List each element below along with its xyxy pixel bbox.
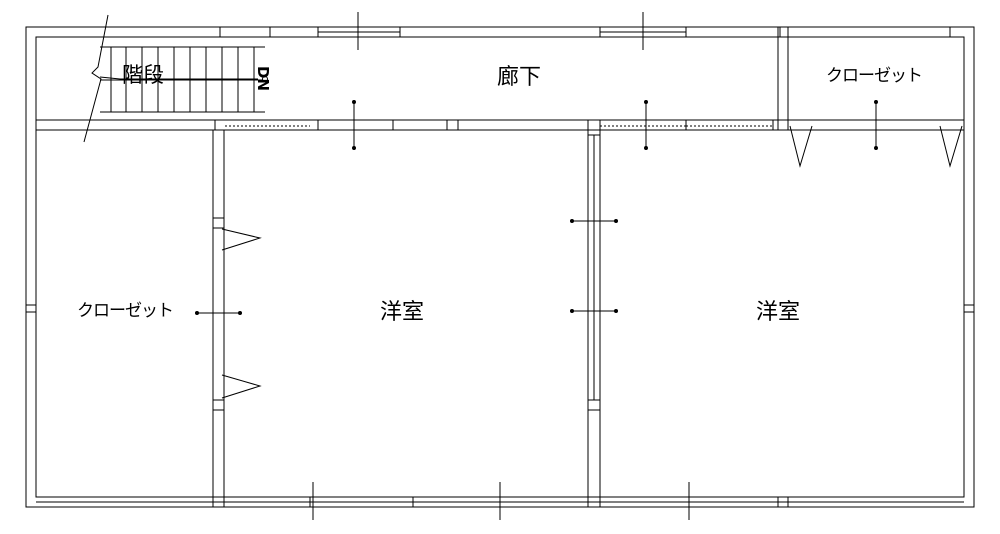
folding-door-left-2 <box>221 374 262 399</box>
stairs-label: 階段 <box>122 63 164 87</box>
stairs-direction-label: DN <box>254 66 272 92</box>
outer-wall-inner <box>35 36 965 498</box>
switch-corridor-2 <box>644 100 648 150</box>
western-room-2-label: 洋室 <box>756 300 801 325</box>
hallway-label: 廊下 <box>497 65 542 90</box>
bottom-wall-joints <box>212 497 789 507</box>
stairs-break-line <box>83 14 109 143</box>
switch-divider-1 <box>570 219 618 223</box>
folding-door-top-2 <box>939 125 963 168</box>
folding-door-top-1 <box>789 125 813 168</box>
outer-wall <box>25 26 975 508</box>
western-room-1-label: 洋室 <box>380 300 425 325</box>
window-top-1 <box>317 12 401 50</box>
outer-wall-ticks <box>26 27 974 313</box>
switch-divider-2 <box>570 309 618 313</box>
switch-closet-top <box>874 100 878 150</box>
switch-left-closet <box>195 311 242 315</box>
folding-door-left-1 <box>221 228 262 251</box>
switch-corridor-1 <box>352 100 356 150</box>
closet-left-label: クローゼット <box>77 301 174 321</box>
window-top-2 <box>599 12 687 50</box>
staircase <box>83 14 268 143</box>
corridor-wall-joints <box>35 120 774 130</box>
stairs-start-dot <box>262 76 268 82</box>
stairs-arrow <box>99 76 258 80</box>
closet-top-label: クローゼット <box>826 66 923 86</box>
